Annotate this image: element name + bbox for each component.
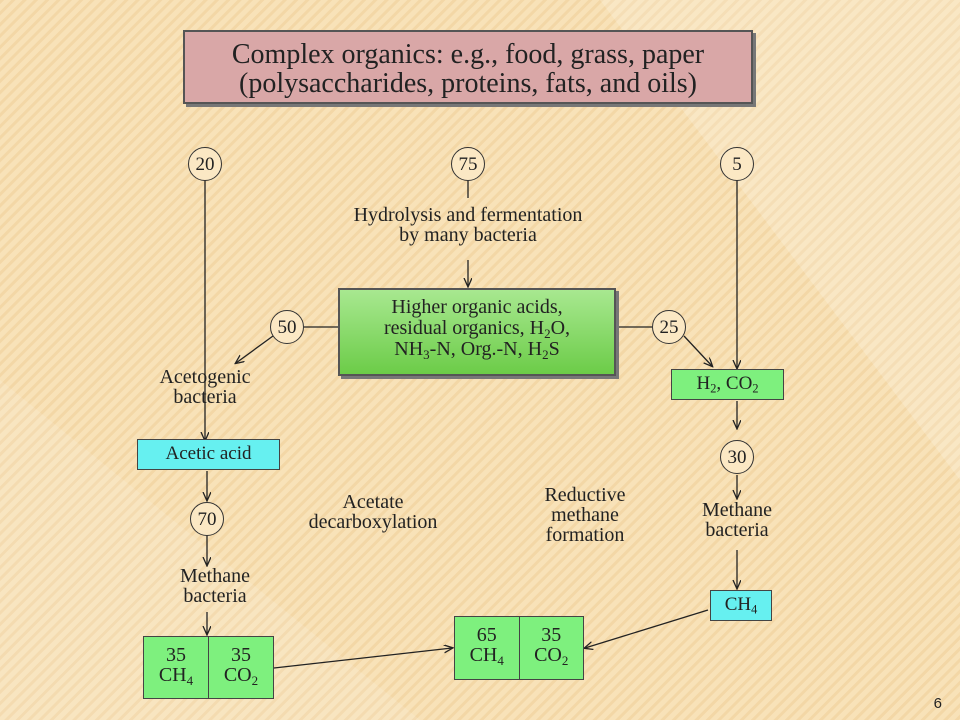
higher-organic-acids-box: Higher organic acids, residual organics,…: [338, 288, 616, 376]
methane-bacteria-left-label: Methane bacteria: [140, 566, 290, 606]
reductive-methane-label: Reductive methane formation: [510, 485, 660, 545]
methane-right-line-1: Methane: [702, 499, 772, 521]
higher-acids-line-1: Higher organic acids,: [391, 296, 563, 318]
reductive-line-1: Reductive: [544, 484, 626, 506]
title-line-1: Complex organics: e.g., food, grass, pap…: [231, 39, 705, 70]
acetogenic-line-1: Acetogenic: [159, 366, 251, 388]
acetogenic-line-2: bacteria: [173, 386, 237, 408]
title-box: Complex organics: e.g., food, grass, pap…: [183, 30, 753, 104]
hydrolysis-label: Hydrolysis and fermentation by many bact…: [300, 205, 636, 245]
left-pair-ch4: 35 CH4: [144, 637, 208, 698]
center-pair-ch4-value: 65: [476, 624, 497, 646]
methane-bacteria-right-label: Methane bacteria: [670, 500, 804, 540]
ch4-box: CH4: [710, 590, 772, 621]
acetic-acid-box: Acetic acid: [137, 439, 280, 470]
higher-acids-line-3: NH3-N, Org.-N, H2S: [394, 338, 560, 362]
center-pair-co2: 35 CO2: [518, 617, 584, 679]
circle-right-branch: 25: [652, 310, 686, 344]
higher-acids-line-2: residual organics, H2O,: [383, 317, 571, 341]
circle-left-branch: 50: [270, 310, 304, 344]
left-pair-ch4-value: 35: [166, 644, 186, 666]
left-pair-co2: 35 CO2: [208, 637, 273, 698]
acetogenic-bacteria-label: Acetogenic bacteria: [130, 367, 280, 407]
center-pair-co2-value: 35: [541, 624, 562, 646]
circle-h2-to-methane: 30: [720, 440, 754, 474]
center-gas-pair: 65 CH4 35 CO2: [454, 616, 584, 680]
acetate-decarboxylation-label: Acetate decarboxylation: [280, 492, 466, 532]
page-number: 6: [933, 695, 942, 712]
circle-left-top: 20: [188, 147, 222, 181]
methane-right-line-2: bacteria: [705, 519, 769, 541]
methane-left-line-1: Methane: [180, 565, 250, 587]
circle-right-top: 5: [720, 147, 754, 181]
reductive-line-2: methane: [551, 504, 619, 526]
title-line-2: (polysaccharides, proteins, fats, and oi…: [239, 68, 697, 100]
acetate-line-1: Acetate: [342, 491, 404, 513]
acetate-line-2: decarboxylation: [308, 511, 438, 533]
center-pair-ch4: 65 CH4: [455, 617, 519, 679]
left-pair-co2-value: 35: [231, 644, 251, 666]
methane-left-line-2: bacteria: [183, 585, 247, 607]
circle-acetic-to-methane: 70: [190, 502, 224, 536]
reductive-line-3: formation: [545, 524, 625, 546]
circle-center-top: 75: [451, 147, 485, 181]
left-gas-pair: 35 CH4 35 CO2: [143, 636, 274, 699]
hydrolysis-line-2: by many bacteria: [399, 224, 537, 246]
hydrolysis-line-1: Hydrolysis and fermentation: [353, 204, 583, 226]
h2-co2-box: H2, CO2: [671, 369, 784, 400]
